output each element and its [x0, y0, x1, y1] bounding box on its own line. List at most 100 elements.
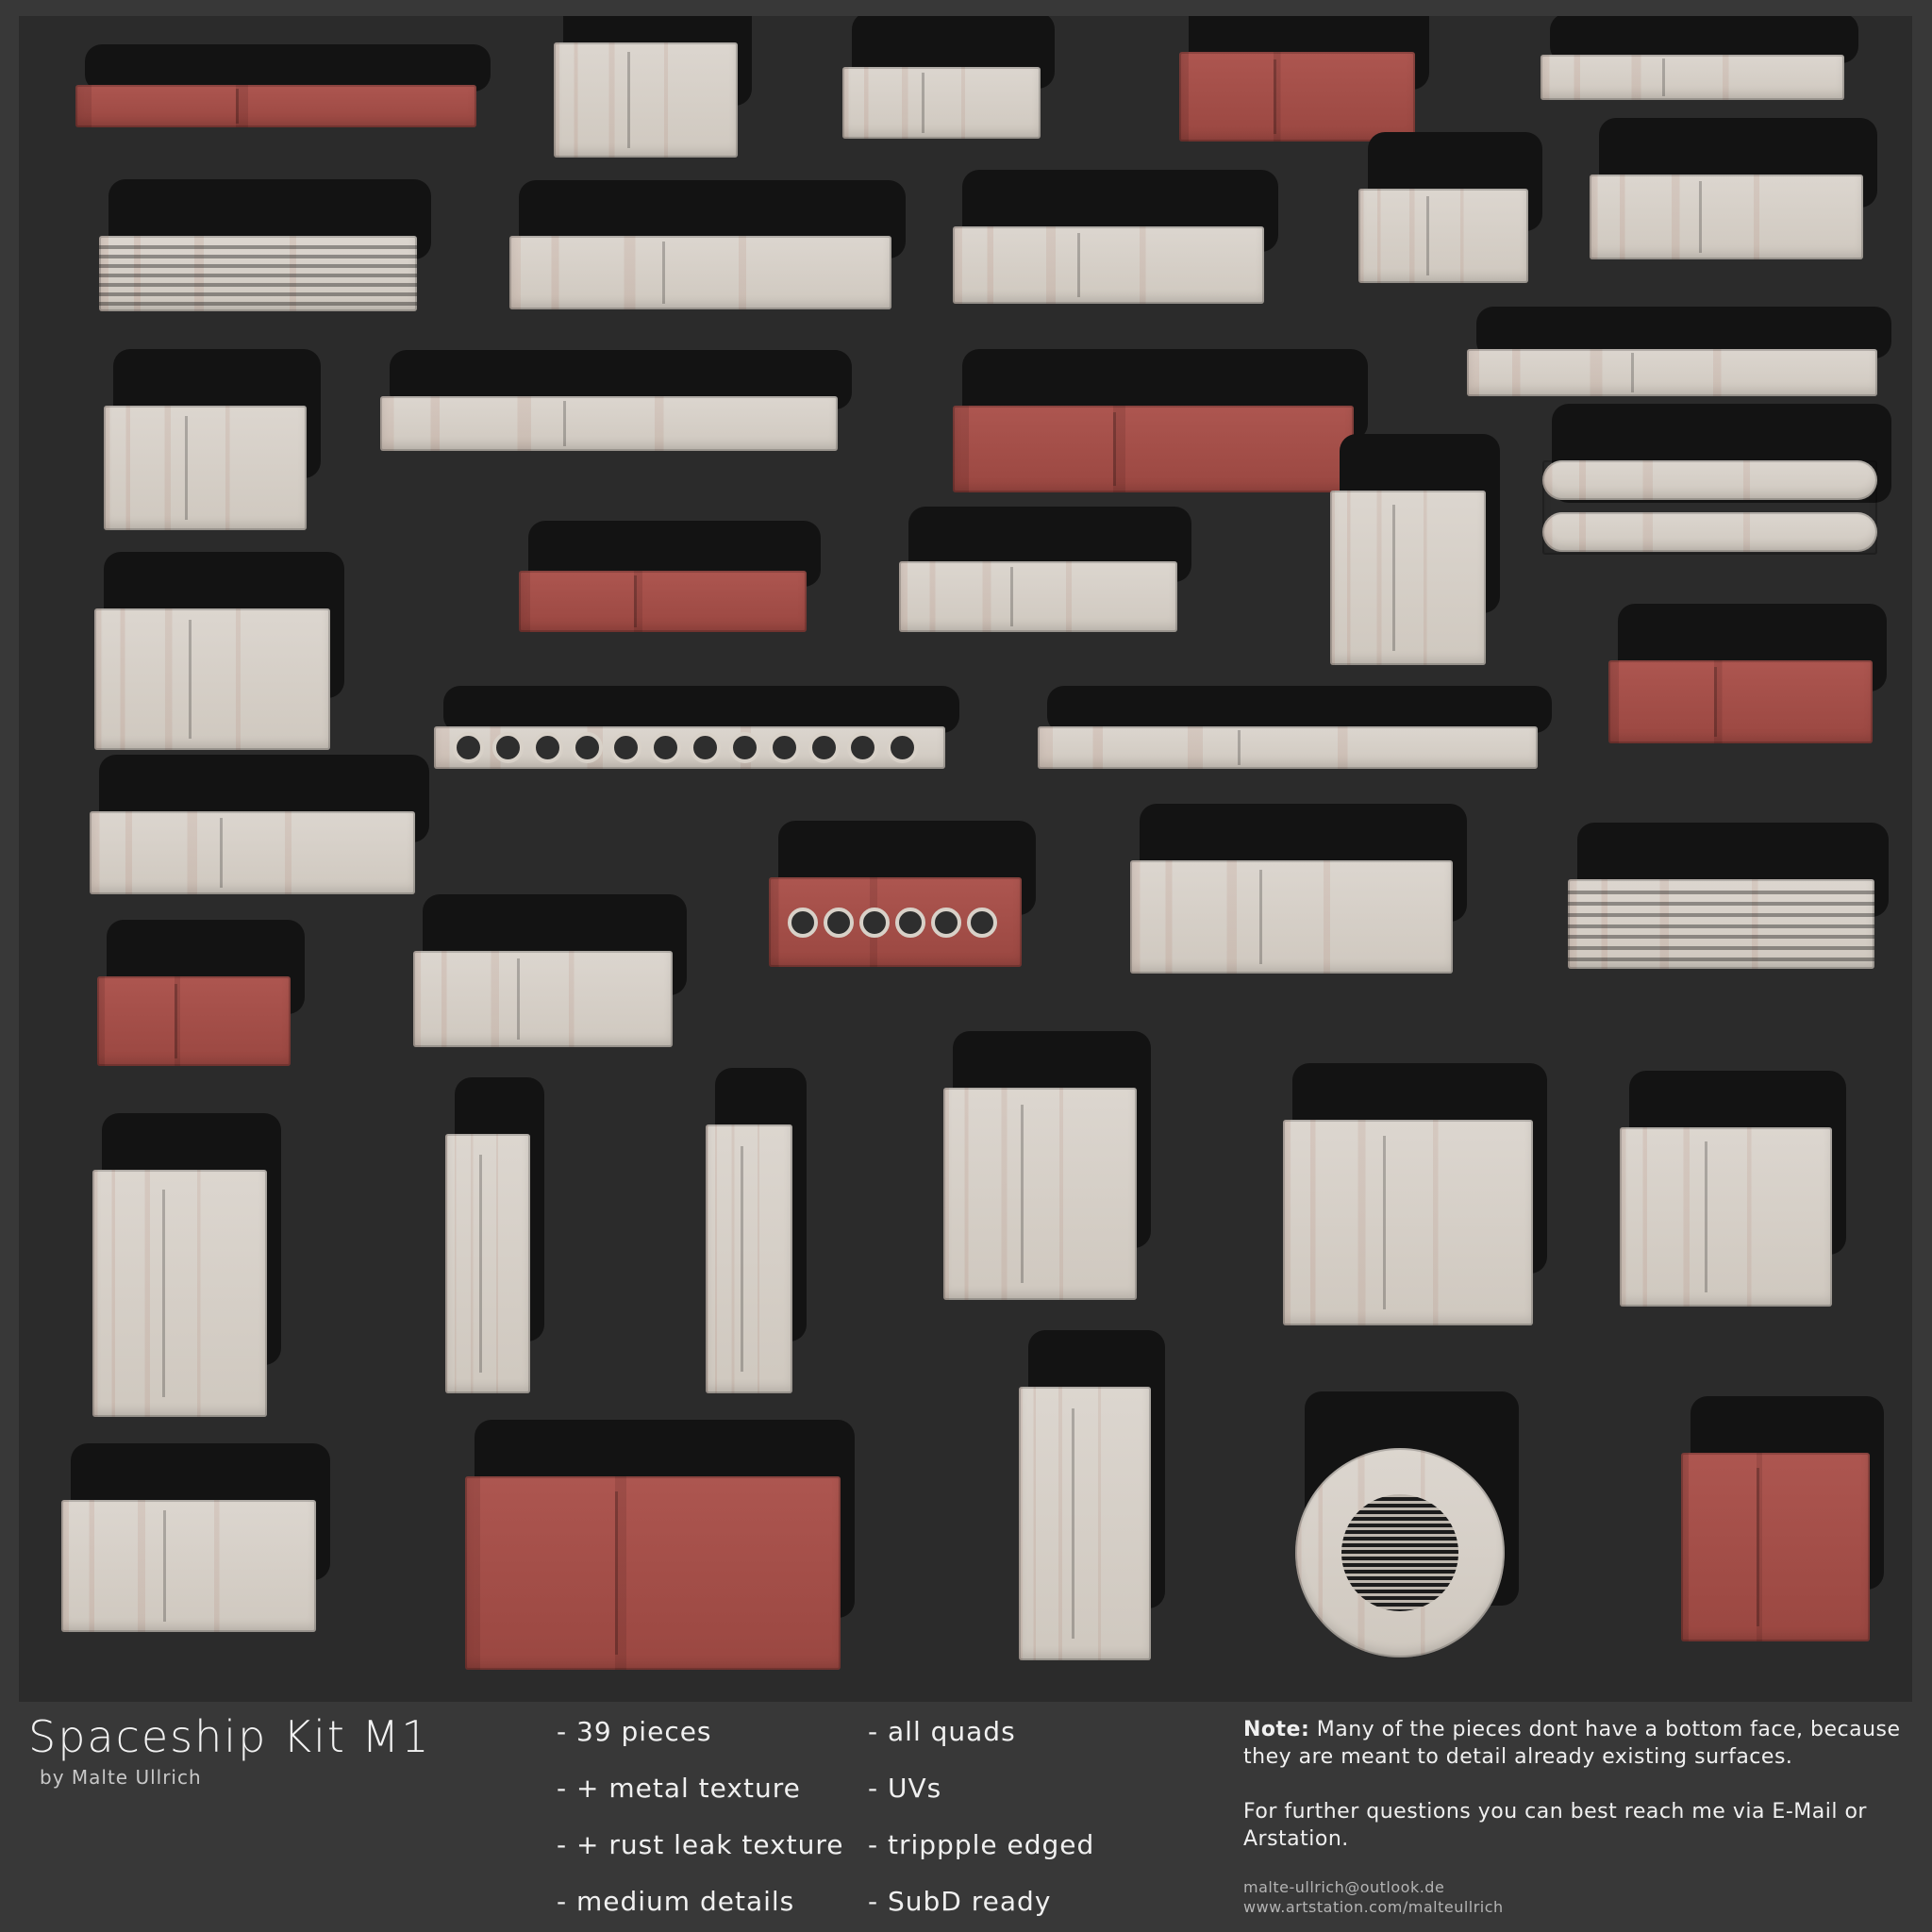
kit-piece-double-shelf	[92, 1113, 281, 1417]
piece-surface	[94, 608, 330, 750]
panel-seam	[1714, 667, 1717, 737]
panel-seam	[185, 415, 188, 521]
slat-gap	[99, 302, 417, 306]
showcase-panel	[19, 16, 1912, 1702]
panel-seam	[1757, 1468, 1759, 1626]
piece-shadow	[443, 686, 959, 733]
kit-piece-machinery-box	[1620, 1071, 1846, 1307]
panel-seam	[1077, 232, 1080, 298]
ring-hole	[788, 907, 818, 938]
slat-gap	[1568, 935, 1874, 940]
tank-cylinder	[1542, 460, 1877, 500]
panel-seam	[1010, 567, 1013, 626]
piece-surface	[953, 406, 1354, 492]
piece-surface	[706, 1124, 792, 1393]
kit-piece-rounded-panel	[554, 16, 752, 158]
piece-surface	[465, 1476, 841, 1670]
email-link[interactable]: malte-ullrich@outlook.de	[1243, 1878, 1445, 1896]
slat-gap	[99, 245, 417, 249]
kit-piece-red-machinery	[1179, 16, 1429, 142]
panel-seam	[1631, 353, 1634, 392]
piece-surface	[1019, 1387, 1151, 1660]
ring-hole	[531, 732, 563, 763]
author-byline: by Malte Ullrich	[40, 1766, 202, 1789]
kit-piece-twin-tanks	[1542, 404, 1891, 555]
panel-seam	[189, 620, 192, 739]
piece-surface	[769, 877, 1022, 967]
piece-surface	[953, 226, 1264, 304]
feature-uvs: - UVs	[868, 1773, 942, 1804]
kit-piece-barrel-rod	[1467, 307, 1891, 396]
slat-gap	[99, 274, 417, 277]
piece-surface	[509, 236, 891, 309]
piece-surface	[1608, 660, 1873, 743]
panel-seam	[1113, 412, 1116, 486]
kit-piece-clamp-ladder	[1330, 434, 1500, 665]
website-link[interactable]: www.artstation.com/malteullrich	[1243, 1898, 1504, 1916]
slat-gap	[1568, 890, 1874, 894]
ring-hole	[808, 732, 840, 763]
slat-gap	[99, 255, 417, 258]
piece-surface	[899, 561, 1177, 632]
panel-seam	[1274, 58, 1276, 135]
kit-piece-red-bracket-pair	[97, 920, 305, 1066]
slat-gap	[1568, 901, 1874, 906]
kit-piece-red-linkage	[1608, 604, 1887, 743]
panel-seam	[634, 575, 637, 627]
ring-hole	[650, 732, 682, 763]
kit-piece-triangle-truss	[1283, 1063, 1547, 1325]
kit-piece-red-engine-block	[1681, 1396, 1884, 1641]
piece-surface	[434, 726, 945, 769]
hatch-grille	[1341, 1493, 1459, 1612]
ring-hole	[728, 732, 760, 763]
piece-surface	[1568, 879, 1874, 969]
panel-seam	[1699, 181, 1702, 253]
piece-surface	[1681, 1453, 1870, 1641]
piece-surface	[445, 1134, 530, 1393]
piece-surface	[1283, 1120, 1533, 1325]
product-title: Spaceship Kit M1	[28, 1711, 431, 1762]
piece-surface	[104, 406, 307, 530]
contact-text: For further questions you can best reach…	[1243, 1800, 1867, 1851]
panel-seam	[1021, 1105, 1024, 1283]
kit-piece-red-arch-beam	[519, 521, 821, 632]
kit-piece-c-bracket	[1019, 1330, 1165, 1660]
kit-piece-i-beam-arch	[943, 1031, 1151, 1300]
piece-surface	[1038, 726, 1538, 769]
note-block: Note: Many of the pieces dont have a bot…	[1243, 1716, 1904, 1853]
kit-piece-block-cylinder	[1358, 132, 1542, 283]
piece-surface	[1179, 52, 1415, 142]
piece-surface	[1467, 349, 1877, 396]
panel-seam	[1238, 729, 1241, 766]
slat-gap	[1568, 958, 1874, 962]
kit-piece-gun-arm	[1541, 16, 1858, 100]
panel-seam	[740, 1145, 743, 1373]
feature-pieces: - 39 pieces	[557, 1716, 712, 1747]
ring-hole	[824, 907, 854, 938]
ring-hole	[610, 732, 642, 763]
kit-piece-riveted-plate	[842, 16, 1055, 139]
piece-surface	[1542, 460, 1877, 555]
kit-piece-slatted-vent	[99, 179, 431, 311]
kit-piece-grille-panel	[1568, 823, 1889, 969]
feature-edged: - trippple edged	[868, 1829, 1095, 1860]
piece-surface	[842, 67, 1041, 139]
piece-surface	[1130, 860, 1453, 974]
kit-piece-tall-column-b	[706, 1068, 807, 1393]
piece-surface	[1590, 175, 1863, 259]
feature-subd-ready: - SubD ready	[868, 1886, 1052, 1917]
panel-seam	[479, 1155, 482, 1373]
piece-surface	[92, 1170, 267, 1417]
panel-seam	[220, 818, 223, 888]
ring-hole	[967, 907, 997, 938]
kit-piece-tall-column-a	[445, 1077, 544, 1393]
kit-piece-beam-with-mount	[380, 350, 852, 451]
panel-seam	[1705, 1141, 1707, 1292]
panel-seam	[563, 400, 566, 447]
kit-piece-red-ring-block	[769, 821, 1036, 967]
feature-medium-details: - medium details	[557, 1886, 795, 1917]
piece-surface	[1541, 55, 1844, 100]
panel-seam	[517, 958, 520, 1040]
panel-seam	[236, 88, 239, 125]
slat-gap	[99, 283, 417, 287]
